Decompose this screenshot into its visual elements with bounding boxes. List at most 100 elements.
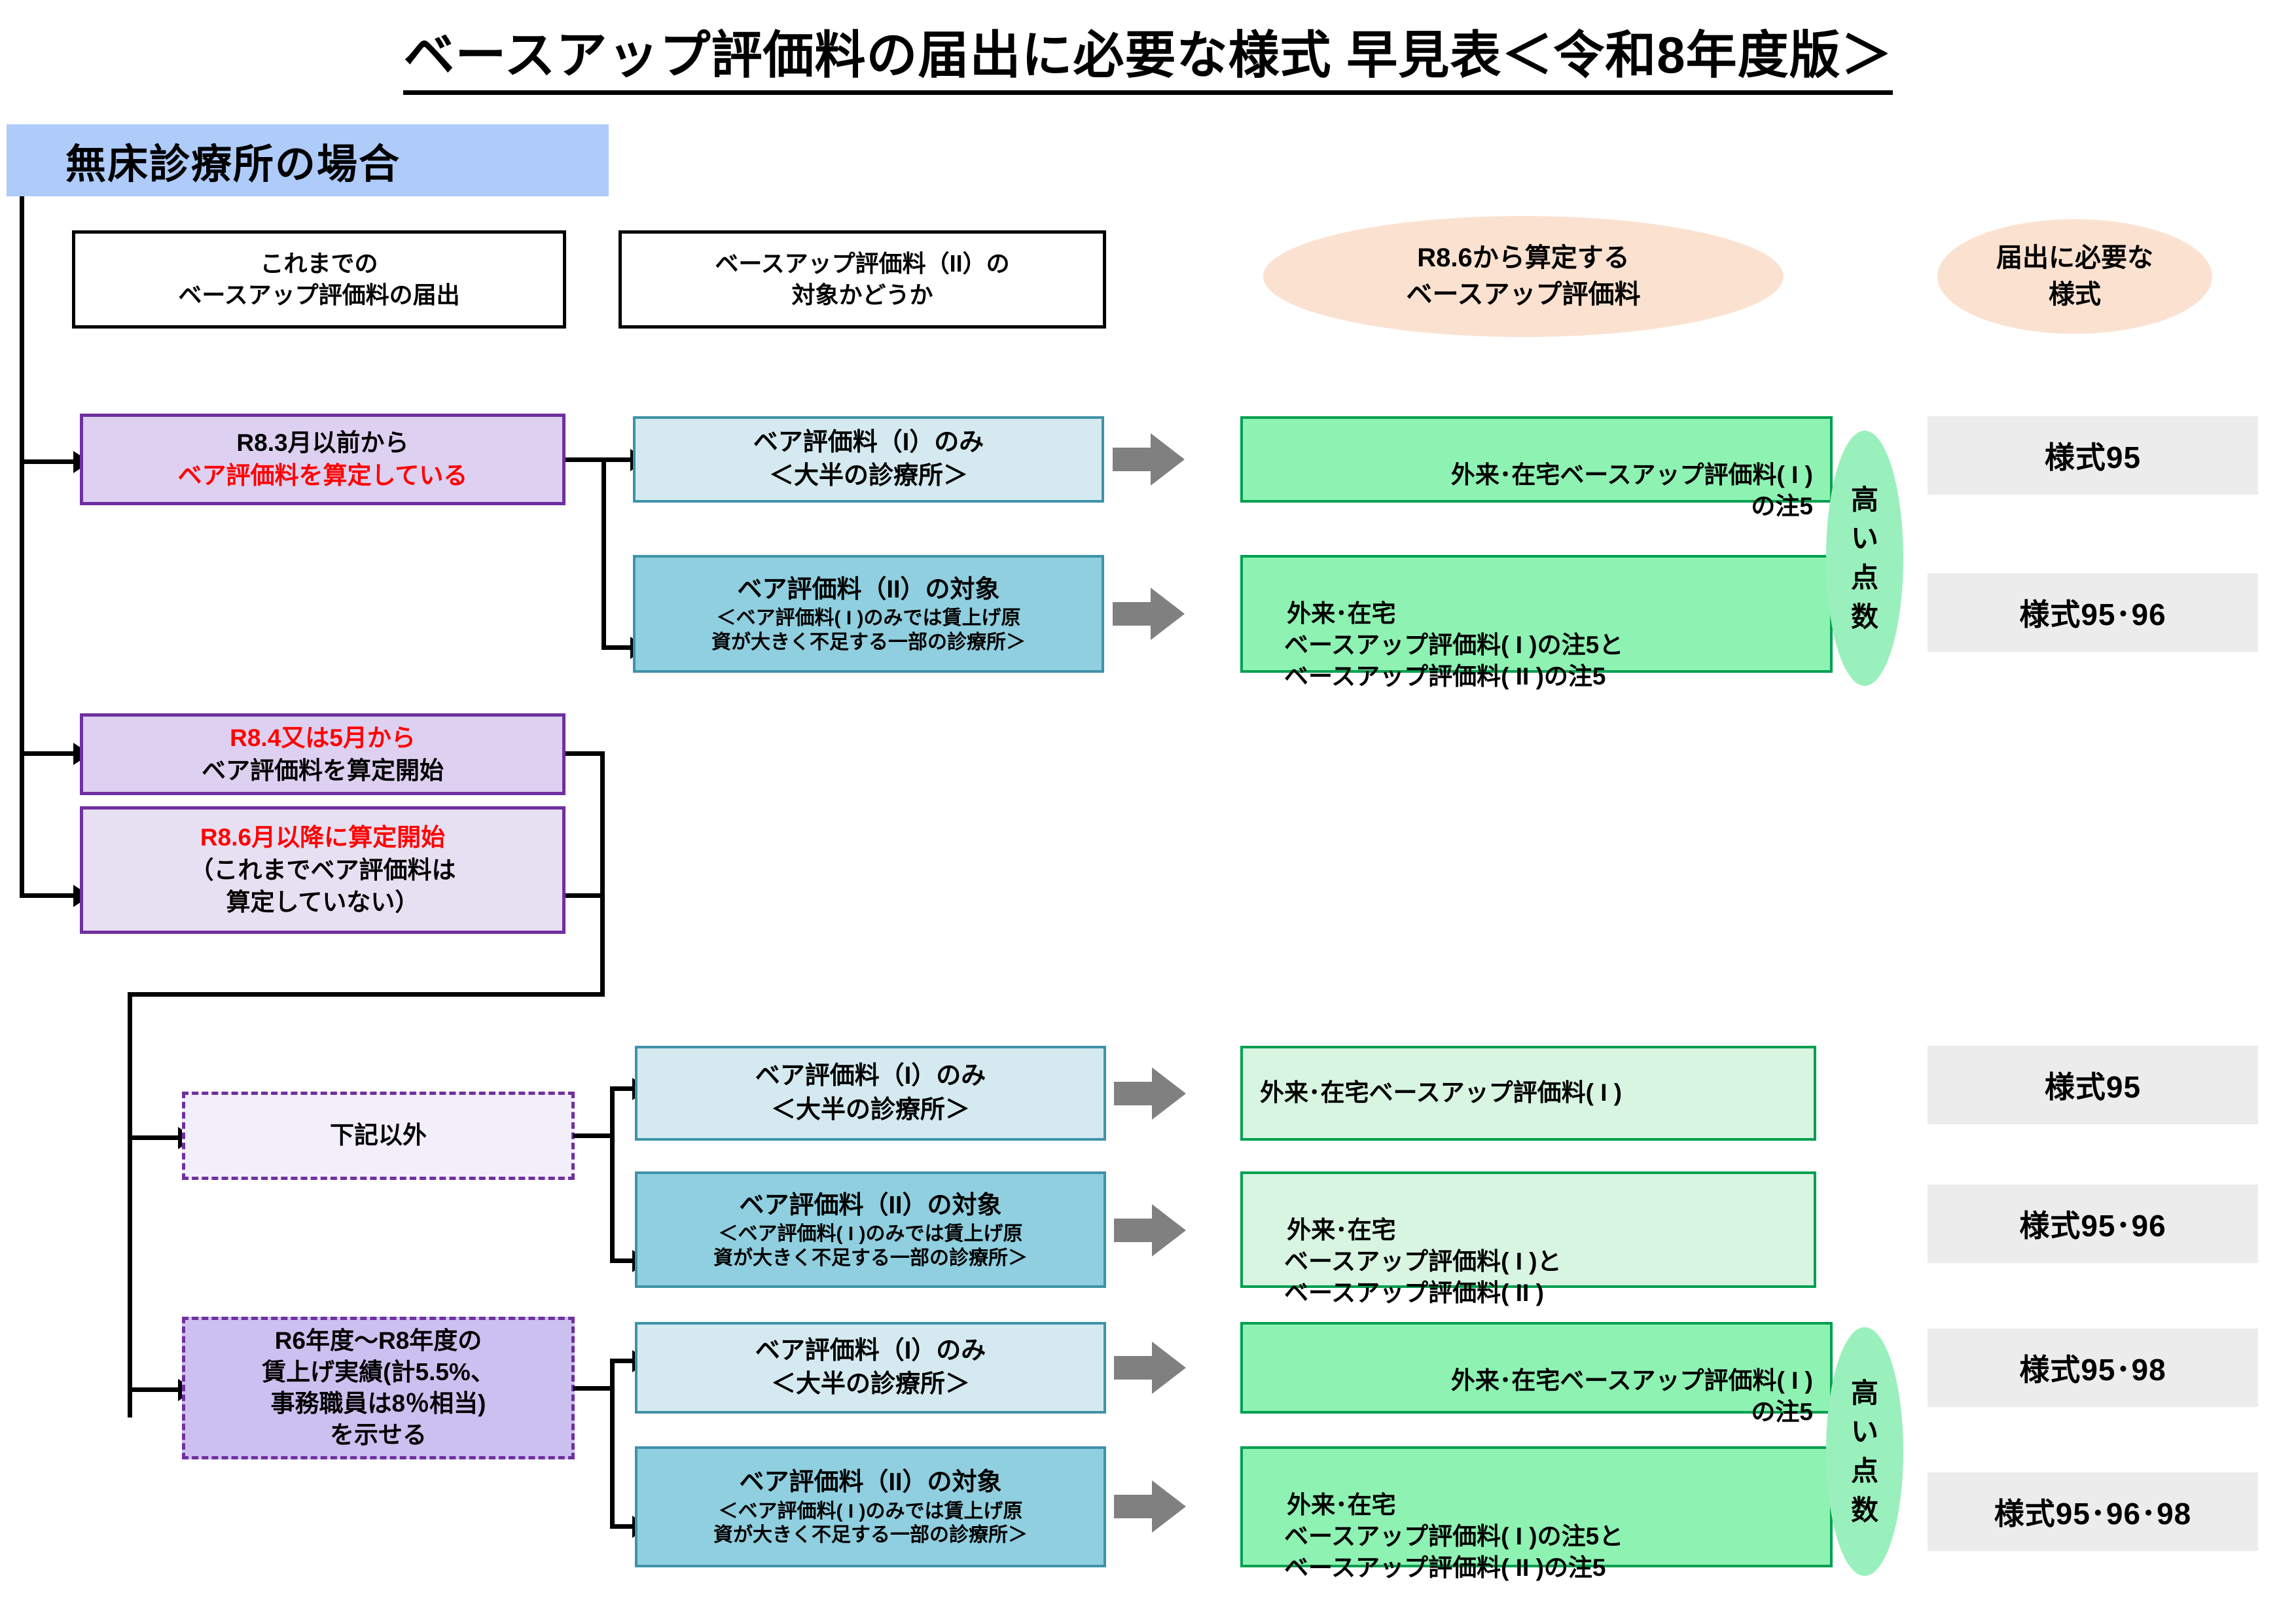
sub-condition-line-4: を示せる: [330, 1421, 427, 1449]
merge-line-vertical: [600, 751, 605, 997]
form-label: 様式95･96: [2019, 597, 2166, 632]
split-line-d1-to-type2: [601, 645, 636, 650]
split-line-s2-vertical: [610, 1359, 615, 1529]
sub-condition-other-than-below[interactable]: 下記以外: [182, 1092, 575, 1180]
eligibility-box-type2-target-bottom[interactable]: ベア評価料（II）の対象 ＜ベア評価料( I )のみでは賃上げ原 資が大きく不足…: [635, 1446, 1106, 1567]
high-points-char: い: [1850, 1416, 1878, 1448]
result-box-r3: 外来･在宅ベースアップ評価料( I ): [1240, 1046, 1816, 1141]
decision-box-r8-4-or-5-text: R8.4又は5月から ベア評価料を算定開始: [202, 722, 444, 787]
form-label: 様式95･96: [2019, 1209, 2166, 1243]
lower-spine-line: [128, 992, 132, 1418]
form-box-f2: 様式95･96: [1928, 573, 2258, 652]
section-banner: 無床診療所の場合: [7, 124, 609, 196]
flow-arrow-icon: [1113, 588, 1185, 640]
column-header-prior-filing-label: これまでの ベースアップ評価料の届出: [178, 250, 460, 308]
high-points-char: 数: [1850, 1494, 1878, 1525]
high-points-badge-bottom: 高 い 点 数: [1826, 1327, 1903, 1576]
sub-condition-line-2: 賃上げ実績(計5.5%、: [262, 1358, 495, 1385]
sub-condition-line-1: R6年度～R8年度の: [274, 1327, 482, 1354]
result-box-r1: 外来･在宅ベースアップ評価料( I ) の注5: [1240, 416, 1833, 520]
result-text: 外来･在宅ベースアップ評価料( I ): [1260, 1079, 1623, 1107]
eligibility-line-3: 資が大きく不足する一部の診療所＞: [711, 631, 1026, 653]
split-line-s2-out: [573, 1386, 614, 1391]
high-points-badge-top: 高 い 点 数: [1826, 431, 1903, 686]
high-points-char: 点: [1850, 562, 1878, 593]
column-header-result-label: R8.6から算定する ベースアップ評価料: [1406, 243, 1641, 309]
sub-condition-label: 下記以外: [330, 1122, 427, 1149]
result-box-r6: 外来･在宅 ベースアップ評価料( I )の注5と ベースアップ評価料( II )…: [1240, 1446, 1833, 1581]
result-box-r4: 外来･在宅 ベースアップ評価料( I )と ベースアップ評価料( II ): [1240, 1171, 1816, 1306]
page-title: ベースアップ評価料の届出に必要な様式 早見表＜令和8年度版＞: [0, 14, 2296, 95]
page-title-text: ベースアップ評価料の届出に必要な様式 早見表＜令和8年度版＞: [403, 26, 1893, 95]
result-text: 外来･在宅 ベースアップ評価料( I )の注5と ベースアップ評価料( II )…: [1283, 600, 1624, 690]
eligibility-line-1: ベア評価料（II）の対象: [739, 1191, 1002, 1219]
eligibility-line-2: ＜大半の診療所＞: [768, 462, 968, 490]
branch-line-sub-2: [128, 1387, 183, 1392]
split-line-s1-to-type2: [610, 1258, 637, 1263]
form-label: 様式95: [2044, 1070, 2142, 1104]
flow-arrow-icon: [1114, 1342, 1186, 1394]
form-box-f1: 様式95: [1928, 416, 2258, 495]
eligibility-box-type2-target-top[interactable]: ベア評価料（II）の対象 ＜ベア評価料( I )のみでは賃上げ原 資が大きく不足…: [633, 555, 1104, 673]
form-label: 様式95･98: [2019, 1353, 2166, 1387]
decision-box-r8-3-before-text: R8.3月以前から ベア評価料を算定している: [178, 427, 468, 491]
high-points-char: 高: [1850, 484, 1878, 515]
eligibility-line-1: ベア評価料（II）の対象: [737, 575, 1000, 603]
split-line-d1-vertical: [601, 457, 606, 650]
branch-line-decision-3: [20, 893, 79, 898]
result-text: 外来･在宅ベースアップ評価料( I ) の注5: [1450, 1367, 1813, 1426]
branch-line-decision-1: [20, 459, 79, 464]
form-box-f6: 様式95･96･98: [1928, 1472, 2258, 1551]
high-points-char: 高: [1850, 1377, 1878, 1408]
form-label: 様式95･96･98: [1994, 1497, 2192, 1531]
decision-line-2: ベア評価料を算定開始: [202, 757, 444, 784]
column-header-forms: 届出に必要な 様式: [1937, 219, 2212, 334]
merge-line-to-lower-spine: [128, 992, 605, 997]
split-line-s1-vertical: [610, 1086, 615, 1263]
column-header-prior-filing: これまでの ベースアップ評価料の届出: [72, 230, 566, 329]
branch-line-decision-2: [20, 751, 79, 756]
flow-arrow-icon: [1114, 1067, 1186, 1120]
sub-condition-line-3: 事務職員は8％相当): [270, 1390, 486, 1417]
form-box-f4: 様式95･96: [1928, 1185, 2258, 1263]
eligibility-box-type1-only-top[interactable]: ベア評価料（I）のみ ＜大半の診療所＞: [633, 416, 1104, 503]
eligibility-line-1: ベア評価料（II）の対象: [739, 1469, 1002, 1497]
eligibility-line-2: ＜ベア評価料( I )のみでは賃上げ原: [718, 1223, 1023, 1245]
decision-line-1: R8.3月以前から: [236, 429, 409, 457]
section-banner-label: 無床診療所の場合: [65, 142, 401, 187]
decision-line-1: R8.6月以降に算定開始: [200, 824, 446, 851]
eligibility-line-2: ＜ベア評価料( I )のみでは賃上げ原: [718, 1500, 1023, 1522]
flow-arrow-icon: [1114, 1204, 1186, 1257]
eligibility-line-2: ＜大半の診療所＞: [770, 1096, 970, 1124]
merge-line-d2: [565, 751, 605, 756]
column-header-eligibility: ベースアップ評価料（II）の 対象かどうか: [619, 230, 1106, 329]
eligibility-box-type1-only-bottom[interactable]: ベア評価料（I）のみ ＜大半の診療所＞: [635, 1322, 1106, 1414]
split-line-s2-to-type1: [610, 1359, 637, 1363]
split-line-s2-to-type2: [610, 1524, 637, 1529]
split-line-s1-out: [573, 1133, 614, 1138]
decision-line-3: 算定していない）: [226, 889, 420, 916]
result-text: 外来･在宅 ベースアップ評価料( I )と ベースアップ評価料( II ): [1283, 1217, 1562, 1307]
decision-line-2: ベア評価料を算定している: [177, 462, 468, 489]
decision-box-r8-6-after-text: R8.6月以降に算定開始 （これまでベア評価料は 算定していない）: [190, 821, 456, 919]
high-points-char: 点: [1850, 1455, 1878, 1486]
eligibility-box-type2-target-mid[interactable]: ベア評価料（II）の対象 ＜ベア評価料( I )のみでは賃上げ原 資が大きく不足…: [635, 1171, 1106, 1288]
result-box-r2: 外来･在宅 ベースアップ評価料( I )の注5と ベースアップ評価料( II )…: [1240, 555, 1833, 690]
eligibility-line-2: ＜ベア評価料( I )のみでは賃上げ原: [716, 607, 1021, 630]
decision-box-r8-6-after[interactable]: R8.6月以降に算定開始 （これまでベア評価料は 算定していない）: [80, 806, 565, 934]
decision-box-r8-3-before[interactable]: R8.3月以前から ベア評価料を算定している: [80, 414, 565, 505]
decision-line-2: （これまでベア評価料は: [189, 856, 456, 883]
eligibility-line-1: ベア評価料（I）のみ: [755, 1336, 986, 1364]
eligibility-box-type1-only-mid[interactable]: ベア評価料（I）のみ ＜大半の診療所＞: [635, 1046, 1106, 1141]
form-label: 様式95: [2044, 440, 2142, 474]
split-line-d1-to-type1: [601, 457, 636, 462]
form-box-f5: 様式95･98: [1928, 1329, 2258, 1407]
sub-condition-wage-increase-record[interactable]: R6年度～R8年度の 賃上げ実績(計5.5%、 事務職員は8％相当) を示せる: [182, 1317, 575, 1459]
result-text: 外来･在宅ベースアップ評価料( I ) の注5: [1450, 461, 1813, 520]
branch-line-sub-1: [128, 1135, 183, 1140]
result-box-r5: 外来･在宅ベースアップ評価料( I ) の注5: [1240, 1322, 1833, 1425]
decision-box-r8-4-or-5[interactable]: R8.4又は5月から ベア評価料を算定開始: [80, 713, 565, 795]
split-line-s1-to-type1: [610, 1086, 637, 1091]
column-header-eligibility-label: ベースアップ評価料（II）の 対象かどうか: [715, 250, 1010, 308]
